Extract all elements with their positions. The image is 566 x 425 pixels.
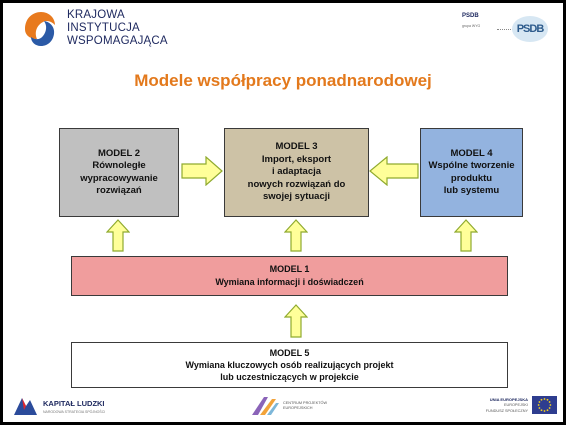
up-arrow-icon	[284, 219, 308, 252]
kapital-ludzki-name: KAPITAŁ LUDZKI	[43, 399, 105, 408]
slide-title: Modele współpracy ponadnarodowej	[134, 71, 432, 90]
cpe-name-line-2: EUROPEJSKICH	[283, 406, 313, 410]
cpe-logo-icon	[252, 397, 279, 415]
cpe-name-line-1: CENTRUM PROJEKTÓW	[283, 401, 328, 405]
psdb-small-subtitle: grupa WYG	[462, 24, 481, 28]
model-3-line: Import, eksport	[261, 153, 332, 165]
kapital-ludzki-logo-icon	[14, 398, 37, 415]
model-4-box: MODEL 4 Wspólne tworzenie produktu lub s…	[420, 128, 523, 217]
model-1-line: Wymiana informacji i doświadczeń	[215, 277, 364, 287]
model-3-line: i adaptacja	[271, 166, 322, 178]
up-arrow-icon	[284, 304, 308, 338]
org-name-line-2: INSTYTUCJA	[67, 22, 140, 34]
psdb-divider	[497, 29, 513, 30]
model-3-box: MODEL 3 Import, eksport i adaptacja nowy…	[224, 128, 369, 217]
model-4-line: produktu	[450, 172, 493, 184]
psdb-badge-logo: PSDB	[512, 16, 548, 42]
slide: KRAJOWA INSTYTUCJA WSPOMAGAJĄCA PSDB gru…	[3, 3, 563, 422]
model-2-heading: MODEL 2	[97, 147, 141, 159]
up-arrow-icon	[106, 219, 130, 252]
model-4-heading: MODEL 4	[450, 147, 493, 159]
org-name-line-3: WSPOMAGAJĄCA	[67, 35, 168, 47]
eu-label-line-3: FUNDUSZ SPOŁECZNY	[485, 409, 528, 413]
model-2-line: Równoległe	[92, 160, 146, 171]
model-5-heading: MODEL 5	[269, 348, 310, 358]
model-5-box: MODEL 5 Wymiana kluczowych osób realizuj…	[71, 342, 508, 388]
model-3-line: swojej sytuacji	[262, 191, 331, 203]
kapital-ludzki-subtitle: NARODOWA STRATEGIA SPÓJNOŚCI	[43, 410, 106, 414]
model-2-line: rozwiązań	[96, 185, 142, 196]
model-2-line: wypracowywanie	[80, 172, 158, 184]
model-1-heading: MODEL 1	[269, 264, 310, 274]
eu-label-line-1: UNIA EUROPEJSKA	[489, 397, 528, 402]
right-arrow-icon	[181, 156, 223, 186]
model-5-line: Wymiana kluczowych osób realizujących pr…	[185, 360, 394, 370]
up-arrow-icon	[454, 219, 478, 252]
eu-flag-icon	[532, 396, 557, 414]
psdb-small-title: PSDB	[462, 13, 479, 19]
model-4-line: Wspólne tworzenie	[428, 160, 515, 171]
org-name-line-1: KRAJOWA	[67, 9, 125, 21]
model-4-line: lub systemu	[443, 185, 500, 196]
kiw-logo-icon	[25, 12, 55, 46]
model-1-box: MODEL 1 Wymiana informacji i doświadczeń	[71, 256, 508, 296]
model-2-box: MODEL 2 Równoległe wypracowywanie rozwią…	[59, 128, 179, 217]
left-arrow-icon	[369, 156, 419, 186]
eu-label-line-2: EUROPEJSKI	[503, 403, 528, 407]
model-3-line: nowych rozwiązań do	[247, 178, 346, 190]
model-5-line: lub uczestniczących w projekcie	[220, 372, 359, 382]
model-3-heading: MODEL 3	[275, 141, 318, 153]
